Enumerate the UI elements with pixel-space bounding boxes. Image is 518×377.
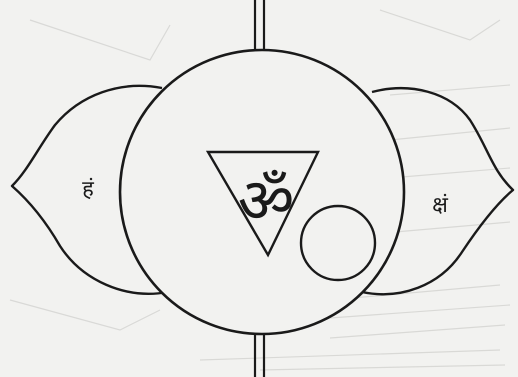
- center-syllable: ॐ: [238, 164, 295, 237]
- right-petal-syllable: क्षं: [432, 193, 449, 218]
- left-petal-syllable: हं: [82, 177, 94, 202]
- small-circle: [301, 206, 375, 280]
